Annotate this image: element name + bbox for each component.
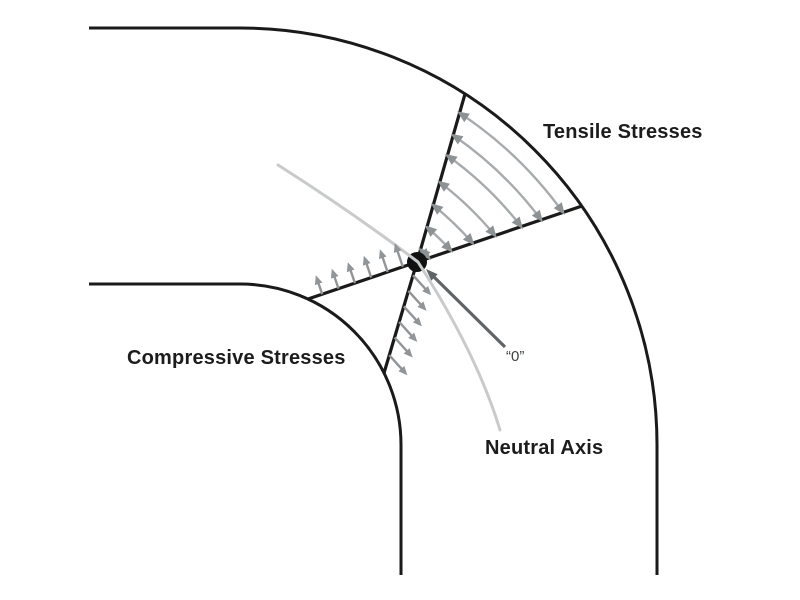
tensile-arrowhead (450, 133, 464, 145)
zero-pointer-arrowhead (426, 269, 438, 281)
compressive-arrowhead (393, 243, 402, 253)
tensile-arrowhead (419, 248, 432, 260)
compressive-stresses-label: Compressive Stresses (127, 347, 346, 369)
compressive-arrowhead (403, 348, 413, 358)
compressive-stress-arrow (348, 268, 357, 284)
beam-outer-profile (89, 26, 659, 575)
compressive-arrowhead (362, 255, 371, 266)
compressive-stress-arrow (380, 255, 389, 273)
compressive-arrowhead (330, 268, 339, 279)
tensile-arrowhead (444, 153, 458, 165)
compressive-stress-arrow (388, 354, 404, 371)
beam-inner-profile (89, 282, 403, 575)
compressive-stress-arrow (393, 336, 409, 354)
tensile-wedge-lower-line (416, 204, 583, 264)
compressive-wedge-upper-line (307, 260, 418, 301)
compressive-stress-arrow-group (314, 243, 432, 376)
tensile-arrowhead (462, 233, 475, 246)
tensile-arrowhead (553, 202, 565, 215)
compressive-wedge-lower-line (382, 261, 419, 374)
neutral-axis-label: Neutral Axis (485, 437, 603, 459)
zero-pointer-line (432, 275, 507, 349)
tensile-arrowhead (457, 111, 470, 123)
tensile-stress-arc (439, 181, 496, 237)
tensile-stress-arc (446, 154, 523, 228)
tensile-stress-arrow-group (418, 111, 565, 260)
tensile-wedge-upper-line (415, 93, 467, 263)
tensile-arrowhead (485, 225, 497, 238)
tensile-stress-arc (458, 111, 564, 214)
tensile-arrowhead (441, 240, 453, 253)
compressive-stress-arrow (412, 274, 428, 291)
compressive-stress-arrow (407, 290, 423, 307)
tensile-arrowhead (430, 203, 444, 215)
compressive-stress-arrow (398, 321, 414, 338)
compressive-arrowhead (408, 332, 418, 342)
compressive-stress-arrow (402, 305, 419, 323)
compressive-stress-arrow (332, 275, 340, 289)
tensile-stress-arc (452, 134, 543, 221)
tensile-stresses-label: Tensile Stresses (543, 121, 703, 143)
compressive-arrowhead (412, 317, 422, 327)
tensile-arrowhead (424, 225, 437, 237)
compressive-arrowhead (346, 262, 355, 273)
tensile-arrowhead (531, 209, 543, 223)
compressive-arrowhead (379, 249, 387, 260)
neutral-axis-curve (276, 163, 502, 432)
compressive-stress-arrow (316, 281, 324, 295)
compressive-arrowhead (314, 275, 323, 286)
compressive-arrowhead (417, 301, 427, 311)
tensile-arrowhead (437, 180, 450, 192)
compressive-arrowhead (398, 365, 408, 376)
compressive-arrowhead (422, 286, 432, 296)
zero-point-label: “0” (506, 348, 524, 365)
tensile-arrowhead (511, 216, 523, 229)
compressive-stress-arrow (364, 262, 373, 278)
compressive-stress-arrow (395, 249, 404, 268)
